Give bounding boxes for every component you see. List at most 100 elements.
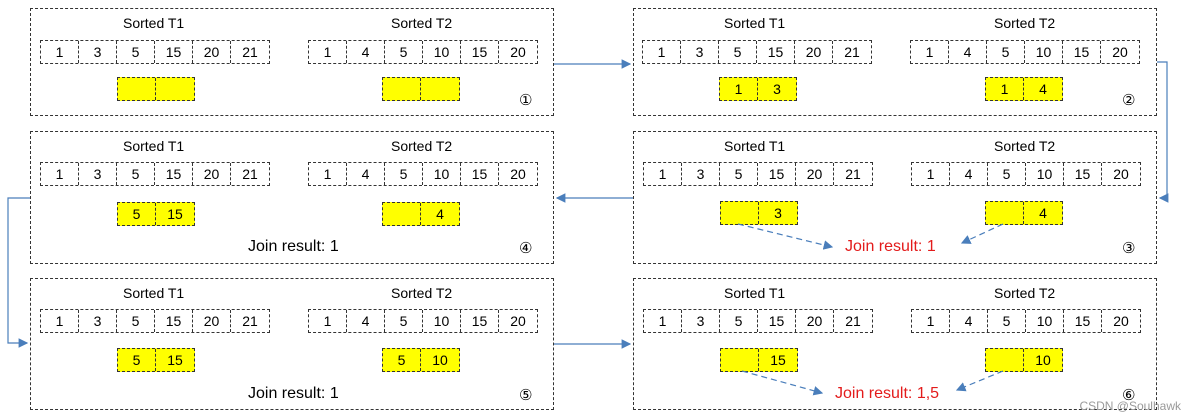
- t1-buffer: 5 15: [117, 348, 195, 372]
- t1-title: Sorted T1: [123, 15, 185, 31]
- t2-cell: 15: [1063, 41, 1101, 63]
- t1-cell: 5: [117, 41, 155, 63]
- t2-sequence: 1 4 5 10 15 20: [308, 162, 538, 186]
- join-result: Join result: 1: [248, 238, 339, 255]
- t2-cell: 10: [423, 310, 461, 332]
- buffer-slot: 3: [774, 205, 782, 221]
- panel-step-2: Sorted T1 Sorted T2 1 3 5 15 20 21 1 4 5…: [633, 8, 1157, 116]
- t1-cell: 20: [796, 163, 834, 185]
- t1-buffer: [117, 77, 195, 101]
- buffer-slot: 15: [770, 352, 786, 368]
- buffer-slot: 5: [118, 349, 156, 371]
- step-number: ③: [1122, 240, 1136, 257]
- t2-cell: 5: [988, 310, 1026, 332]
- t1-title: Sorted T1: [123, 138, 185, 154]
- t2-cell: 10: [423, 41, 461, 63]
- t2-cell: 10: [423, 163, 461, 185]
- buffer-slot: 4: [1039, 81, 1047, 97]
- t2-title: Sorted T2: [391, 15, 453, 31]
- panel-step-5: Sorted T1 Sorted T2 1 3 5 15 20 21 1 4 5…: [30, 278, 554, 410]
- t2-cell: 5: [987, 41, 1025, 63]
- t1-buffer: 5 15: [117, 202, 195, 226]
- t2-cell: 4: [347, 163, 385, 185]
- t1-cell: 1: [41, 163, 79, 185]
- t1-cell: 20: [193, 41, 231, 63]
- buffer-slot: 10: [432, 352, 448, 368]
- t1-cell: 15: [757, 41, 795, 63]
- t1-sequence: 1 3 5 15 20 21: [40, 40, 270, 64]
- buffer-slot: 15: [167, 206, 183, 222]
- t1-sequence: 1 3 5 15 20 21: [643, 309, 873, 333]
- buffer-slot: [421, 78, 459, 100]
- panel-step-3: Sorted T1 Sorted T2 1 3 5 15 20 21 1 4 5…: [633, 131, 1157, 264]
- t1-cell: 3: [79, 41, 117, 63]
- t2-cell: 4: [949, 41, 987, 63]
- t2-sequence: 1 4 5 10 15 20: [910, 40, 1140, 64]
- buffer-slot: 3: [773, 81, 781, 97]
- t2-cell: 1: [912, 163, 950, 185]
- t2-cell: 15: [1064, 163, 1102, 185]
- t1-sequence: 1 3 5 15 20 21: [642, 40, 872, 64]
- panel-step-1: Sorted T1 Sorted T2 1 3 5 15 20 21 1 4 5…: [30, 8, 554, 116]
- t2-cell: 1: [911, 41, 949, 63]
- t1-cell: 5: [719, 41, 757, 63]
- watermark: CSDN @Soulhawk: [1079, 399, 1181, 413]
- t2-sequence: 1 4 5 10 15 20: [308, 309, 538, 333]
- t2-cell: 1: [309, 163, 347, 185]
- t2-cell: 20: [510, 44, 526, 60]
- t1-cell: 20: [795, 41, 833, 63]
- t1-cell: 3: [682, 163, 720, 185]
- t1-cell: 1: [41, 41, 79, 63]
- t1-sequence: 1 3 5 15 20 21: [40, 309, 270, 333]
- t1-cell: 15: [155, 310, 193, 332]
- t1-cell: 15: [155, 41, 193, 63]
- t2-cell: 20: [1112, 44, 1128, 60]
- t2-cell: 5: [385, 163, 423, 185]
- t2-cell: 15: [461, 310, 499, 332]
- t2-cell: 5: [385, 310, 423, 332]
- buffer-slot: [986, 202, 1024, 224]
- t1-cell: 15: [758, 310, 796, 332]
- t2-title: Sorted T2: [391, 285, 453, 301]
- t1-cell: 5: [720, 310, 758, 332]
- t1-sequence: 1 3 5 15 20 21: [643, 162, 873, 186]
- step-number: ④: [519, 240, 533, 257]
- t2-cell: 10: [1026, 163, 1064, 185]
- t1-cell: 21: [242, 166, 258, 182]
- t2-cell: 15: [461, 41, 499, 63]
- t2-cell: 4: [950, 310, 988, 332]
- t2-cell: 4: [347, 41, 385, 63]
- t1-cell: 20: [193, 310, 231, 332]
- t2-buffer: 4: [985, 201, 1063, 225]
- arrow-step4-to-step5: [7, 197, 30, 348]
- t1-cell: 1: [644, 310, 682, 332]
- t2-buffer: 5 10: [382, 348, 460, 372]
- t2-sequence: 1 4 5 10 15 20: [308, 40, 538, 64]
- t1-buffer: 3: [720, 201, 798, 225]
- buffer-slot: [118, 78, 156, 100]
- t1-title: Sorted T1: [724, 285, 786, 301]
- buffer-slot: 1: [720, 78, 758, 100]
- t1-cell: 5: [117, 310, 155, 332]
- t2-cell: 5: [988, 163, 1026, 185]
- t2-cell: 20: [1113, 166, 1129, 182]
- t1-cell: 3: [79, 163, 117, 185]
- t1-title: Sorted T1: [724, 138, 786, 154]
- t1-cell: 3: [682, 310, 720, 332]
- buffer-slot: [383, 203, 421, 225]
- join-result: Join result: 1,5: [835, 385, 940, 402]
- t2-cell: 1: [309, 41, 347, 63]
- t1-cell: 21: [242, 44, 258, 60]
- t2-cell: 20: [510, 313, 526, 329]
- join-result: Join result: 1: [248, 385, 339, 402]
- buffer-slot: [383, 78, 421, 100]
- t1-cell: 5: [720, 163, 758, 185]
- join-result: Join result: 1: [845, 238, 936, 255]
- buffer-slot: [156, 78, 194, 100]
- t2-title: Sorted T2: [994, 138, 1056, 154]
- t2-cell: 10: [1026, 310, 1064, 332]
- t2-cell: 1: [309, 310, 347, 332]
- t1-cell: 3: [681, 41, 719, 63]
- step-number: ①: [519, 92, 533, 109]
- t2-cell: 10: [1025, 41, 1063, 63]
